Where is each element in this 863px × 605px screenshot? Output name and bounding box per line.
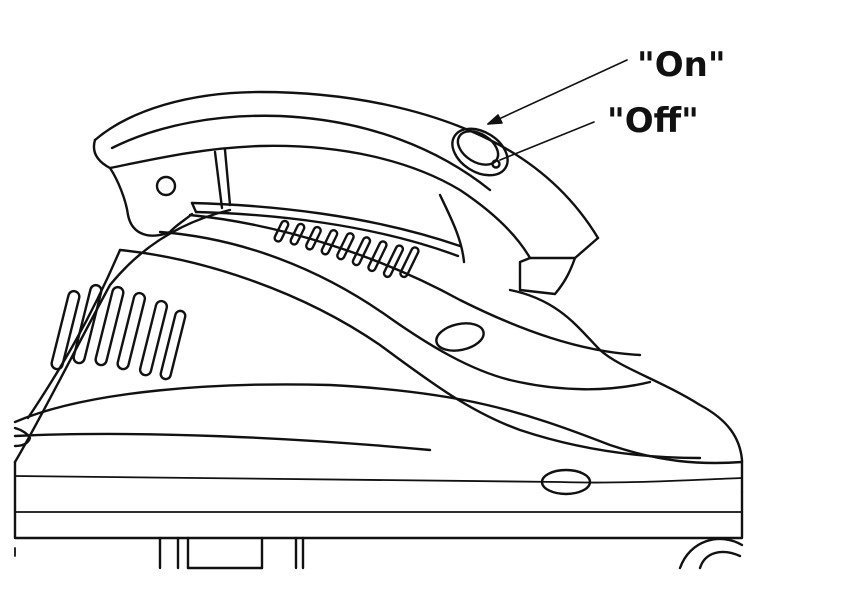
side-vents <box>50 283 187 381</box>
leader-on-arrowhead <box>487 114 503 125</box>
callout-leaders <box>487 59 628 161</box>
top-vents <box>273 219 420 279</box>
leader-off <box>499 121 595 161</box>
body-shell <box>13 208 744 496</box>
base-plate <box>13 460 744 557</box>
callout-on-label: "On" <box>637 45 726 85</box>
callout-off-label: "Off" <box>607 101 699 141</box>
fill-slot <box>190 201 462 258</box>
leader-on <box>487 59 628 125</box>
wheel <box>678 537 744 570</box>
body-button <box>435 322 485 352</box>
handle <box>92 90 600 296</box>
rear-support <box>158 536 305 570</box>
power-switch <box>451 127 509 177</box>
